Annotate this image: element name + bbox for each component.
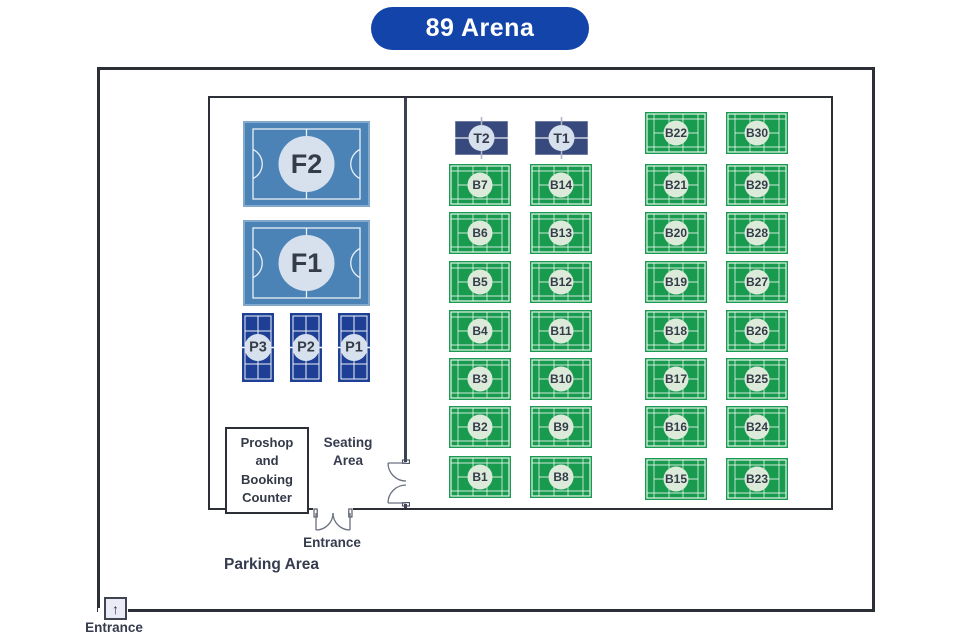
badminton-court: B30 (726, 112, 788, 154)
svg-text:P3: P3 (249, 340, 267, 356)
svg-text:B5: B5 (472, 275, 488, 289)
table-tennis-table: T2 (454, 117, 509, 159)
badminton-court: B18 (645, 310, 707, 352)
up-arrow-icon: ↑ (112, 600, 119, 617)
svg-text:F2: F2 (291, 149, 323, 179)
badminton-court: B23 (726, 458, 788, 500)
badminton-court: B28 (726, 212, 788, 254)
entrance-door-icon (313, 507, 353, 531)
arena-title: 89 Arena (371, 7, 589, 50)
svg-text:B10: B10 (550, 372, 572, 386)
badminton-court: B17 (645, 358, 707, 400)
svg-text:B26: B26 (746, 324, 768, 338)
pickleball-court: P1 (336, 313, 372, 382)
badminton-court: B21 (645, 164, 707, 206)
badminton-court: B29 (726, 164, 788, 206)
svg-text:B16: B16 (665, 420, 687, 434)
badminton-court: B20 (645, 212, 707, 254)
badminton-court: B11 (530, 310, 592, 352)
svg-text:B14: B14 (550, 178, 572, 192)
pickleball-court: P3 (240, 313, 276, 382)
svg-text:T2: T2 (473, 130, 490, 146)
svg-text:B22: B22 (665, 126, 687, 140)
svg-text:P1: P1 (345, 340, 363, 356)
svg-text:B8: B8 (553, 470, 569, 484)
badminton-court: B9 (530, 406, 592, 448)
badminton-court: B2 (449, 406, 511, 448)
badminton-court: B12 (530, 261, 592, 303)
badminton-court: B19 (645, 261, 707, 303)
svg-text:B2: B2 (472, 420, 488, 434)
svg-text:B25: B25 (746, 372, 768, 386)
badminton-court: B4 (449, 310, 511, 352)
svg-text:B13: B13 (550, 226, 572, 240)
badminton-court: B5 (449, 261, 511, 303)
badminton-court: B24 (726, 406, 788, 448)
badminton-court: B1 (449, 456, 511, 498)
svg-text:B24: B24 (746, 420, 768, 434)
badminton-court: B8 (530, 456, 592, 498)
svg-text:B23: B23 (746, 472, 768, 486)
svg-text:B28: B28 (746, 226, 768, 240)
svg-text:B11: B11 (550, 324, 572, 338)
futsal-field: F2 (243, 121, 370, 207)
svg-text:B27: B27 (746, 275, 768, 289)
svg-text:T1: T1 (553, 130, 570, 146)
badminton-court: B3 (449, 358, 511, 400)
boundary-gap (98, 608, 104, 615)
badminton-court: B13 (530, 212, 592, 254)
svg-text:B7: B7 (472, 178, 488, 192)
outer-entrance-label: Entrance (85, 620, 143, 635)
svg-text:B12: B12 (550, 275, 572, 289)
divider-wall (404, 98, 407, 508)
pickleball-court: P2 (288, 313, 324, 382)
badminton-court: B10 (530, 358, 592, 400)
svg-text:B21: B21 (665, 178, 687, 192)
svg-text:B17: B17 (665, 372, 687, 386)
outer-entrance-gate-icon: ↑ (104, 597, 127, 620)
badminton-court: B14 (530, 164, 592, 206)
table-tennis-table: T1 (534, 117, 589, 159)
badminton-court: B15 (645, 458, 707, 500)
futsal-field: F1 (243, 220, 370, 306)
svg-text:B20: B20 (665, 226, 687, 240)
badminton-court: B16 (645, 406, 707, 448)
badminton-court: B25 (726, 358, 788, 400)
divider-door-icon (387, 459, 410, 507)
svg-text:P2: P2 (297, 340, 315, 356)
outer-boundary (97, 67, 875, 612)
svg-text:B18: B18 (665, 324, 687, 338)
svg-text:B4: B4 (472, 324, 488, 338)
svg-text:B1: B1 (472, 470, 488, 484)
parking-area-label: Parking Area (224, 556, 320, 573)
svg-text:B3: B3 (472, 372, 488, 386)
svg-text:B15: B15 (665, 472, 687, 486)
svg-text:B29: B29 (746, 178, 768, 192)
svg-text:B6: B6 (472, 226, 488, 240)
badminton-court: B27 (726, 261, 788, 303)
svg-text:B9: B9 (553, 420, 569, 434)
badminton-court: B7 (449, 164, 511, 206)
svg-text:B30: B30 (746, 126, 768, 140)
badminton-court: B6 (449, 212, 511, 254)
badminton-court: B26 (726, 310, 788, 352)
badminton-court: B22 (645, 112, 707, 154)
svg-text:B19: B19 (665, 275, 687, 289)
inner-entrance-label: Entrance (303, 535, 361, 550)
svg-text:F1: F1 (291, 248, 323, 278)
